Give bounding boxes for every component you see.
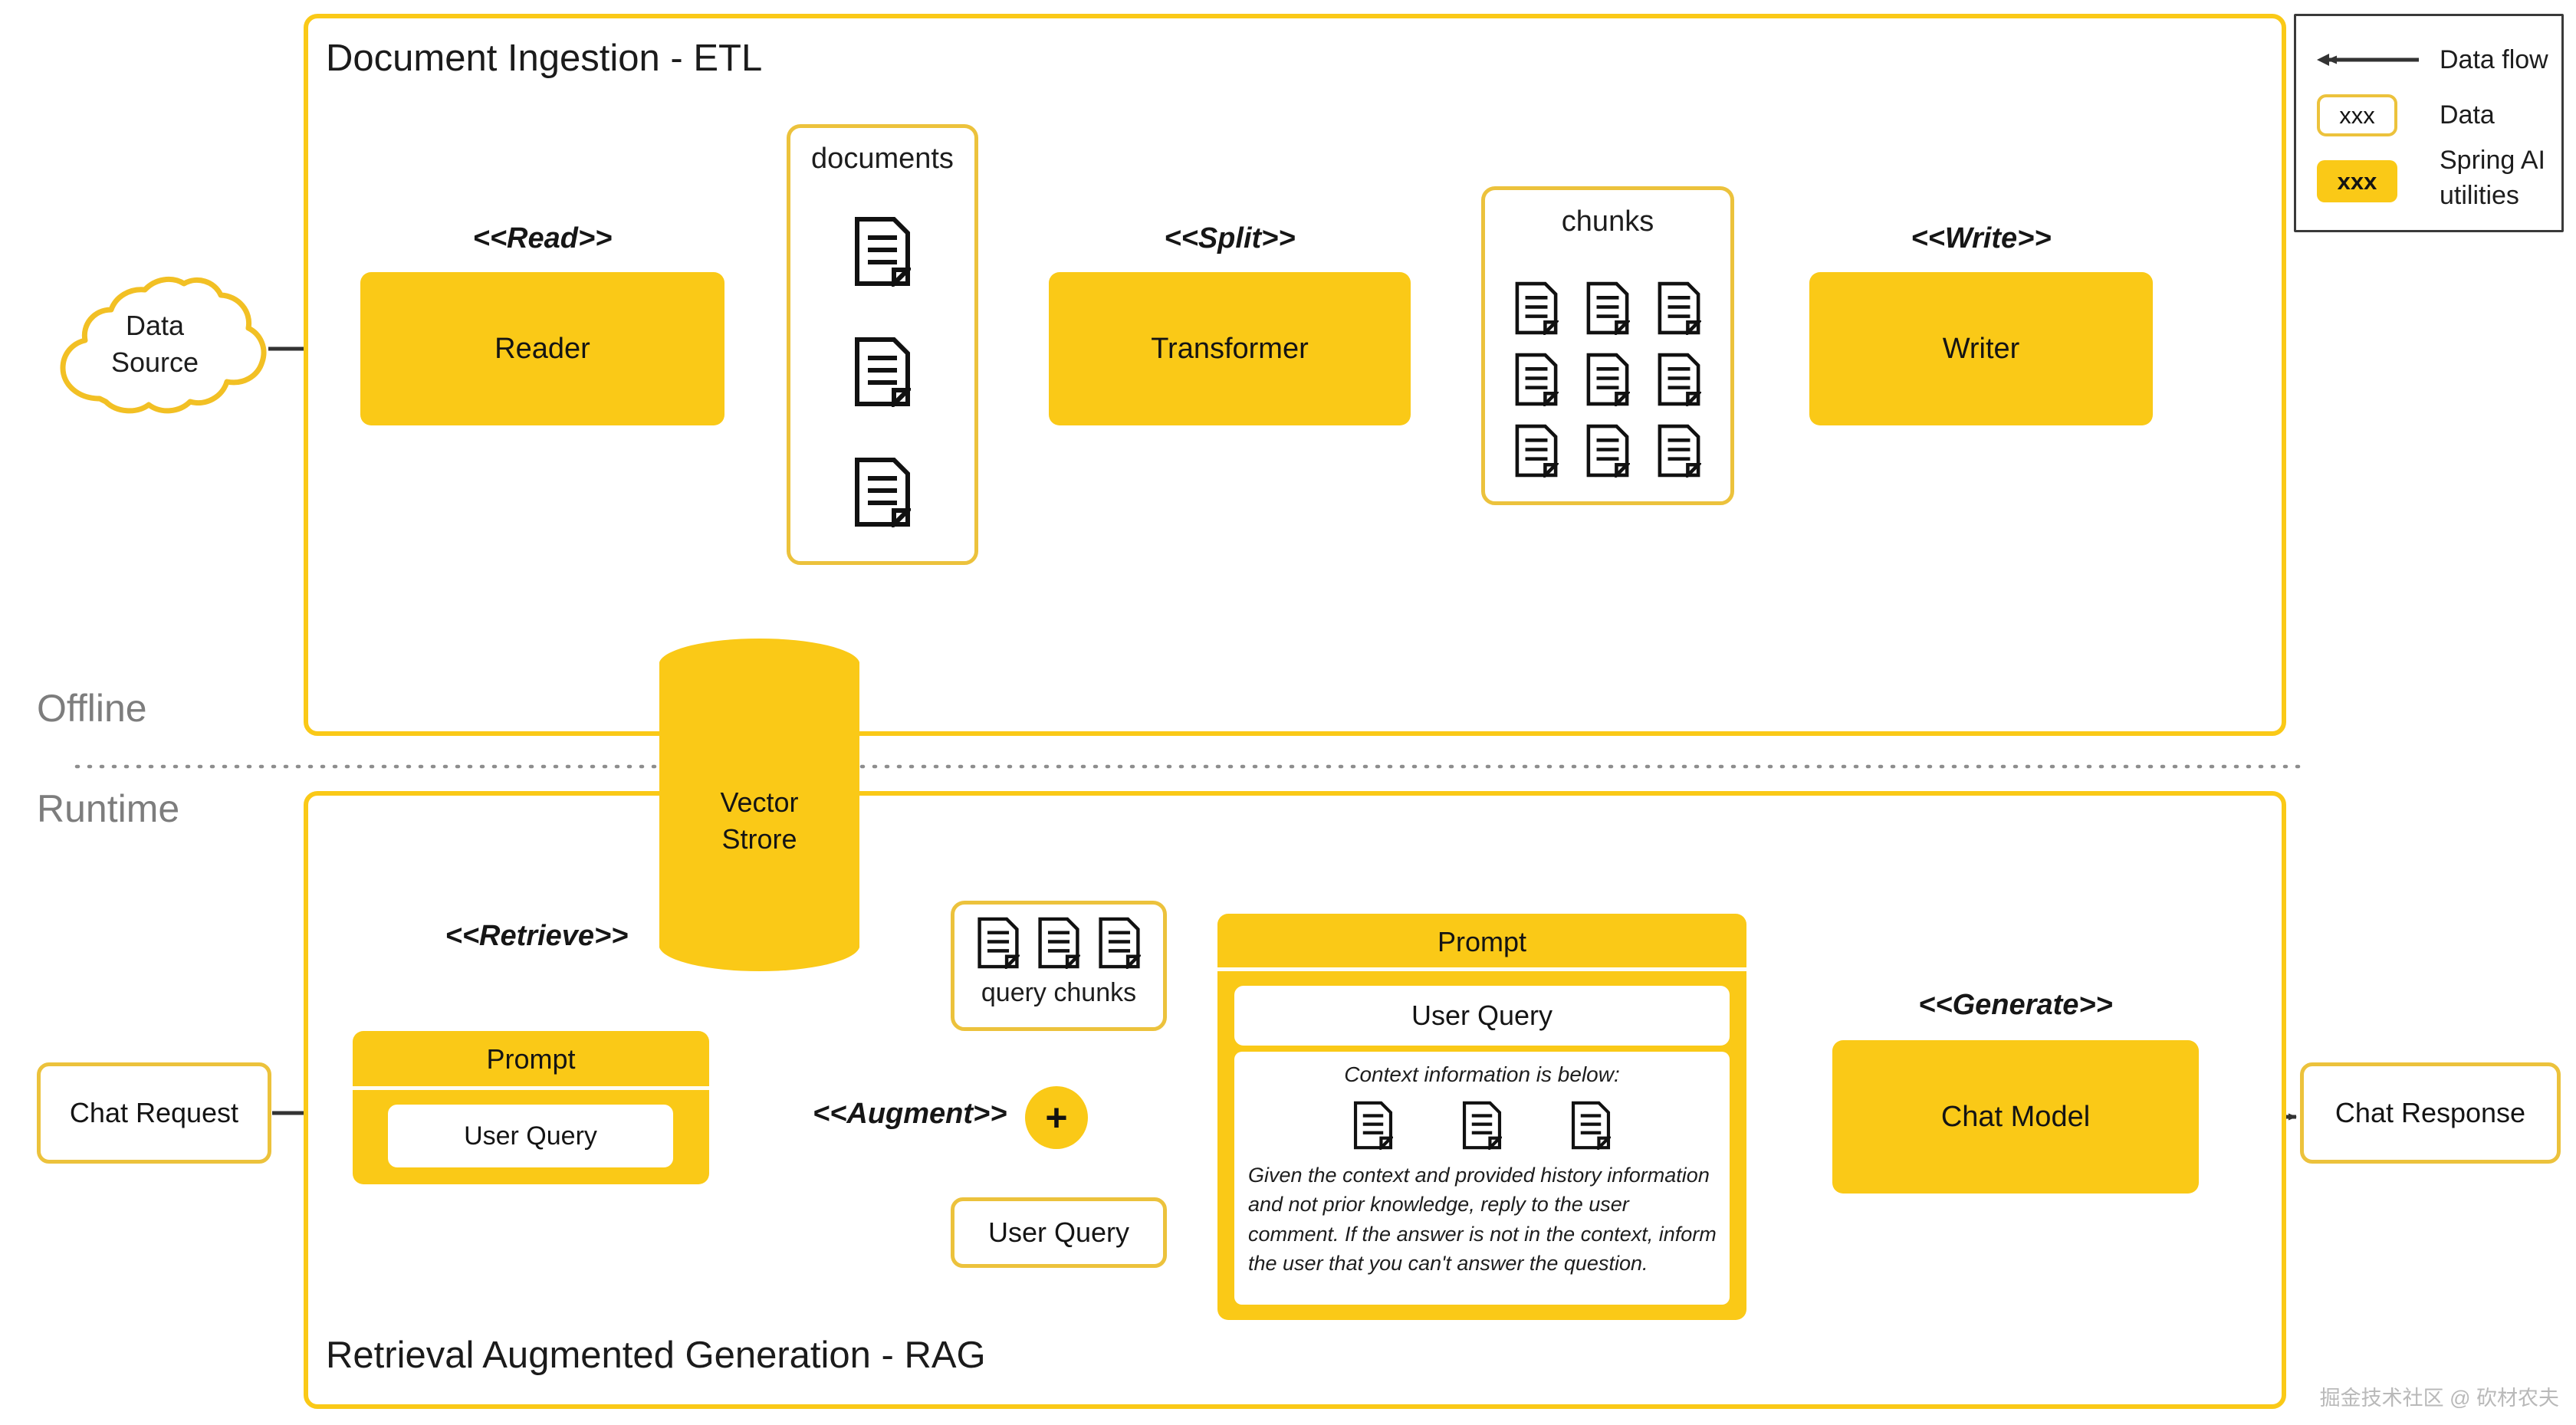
data-source-label-line1: Data bbox=[125, 310, 185, 341]
writer-node: Writer bbox=[1809, 272, 2153, 425]
prompt-output-context-icons bbox=[1319, 1098, 1645, 1153]
data-source-label-line2: Source bbox=[110, 346, 199, 378]
phase-label-offline: Offline bbox=[37, 687, 147, 730]
context-document-icon bbox=[1462, 1101, 1502, 1150]
chunk-icon bbox=[1586, 353, 1630, 406]
prompt-output-body: Context information is below: Given the … bbox=[1234, 1052, 1730, 1305]
prompt-input-header: Prompt bbox=[486, 1043, 576, 1075]
rag-title: Retrieval Augmented Generation - RAG bbox=[326, 1335, 986, 1376]
document-icon bbox=[855, 457, 911, 527]
prompt-output-context-line: Context information is below: bbox=[1344, 1062, 1620, 1086]
transformer-node: Transformer bbox=[1049, 272, 1411, 425]
stereotype-write: <<Write>> bbox=[1911, 222, 2052, 254]
legend-label-data: Data bbox=[2440, 100, 2495, 130]
legend-label-spring-ai-line2: utilities bbox=[2440, 181, 2519, 210]
chat-request-label: Chat Request bbox=[69, 1097, 239, 1128]
legend-label-data-flow: Data flow bbox=[2440, 45, 2548, 74]
legend-swatch-spring-ai: xxx bbox=[2317, 160, 2397, 202]
stereotype-read: <<Read>> bbox=[472, 222, 613, 254]
chat-model-node: Chat Model bbox=[1832, 1040, 2199, 1194]
vector-store-label-line2: Strore bbox=[721, 823, 797, 855]
stereotype-retrieve: <<Retrieve>> bbox=[445, 920, 629, 952]
chat-response-box: Chat Response bbox=[2300, 1062, 2561, 1164]
document-icon bbox=[855, 337, 911, 407]
query-chunk-icon bbox=[978, 917, 1020, 969]
document-icon bbox=[855, 217, 911, 287]
prompt-input-user-query-box: User Query bbox=[388, 1105, 673, 1167]
prompt-input-box: Prompt User Query bbox=[353, 1031, 709, 1184]
legend-swatch-data: xxx bbox=[2317, 94, 2397, 136]
chunk-icon bbox=[1515, 353, 1559, 406]
chat-model-label: Chat Model bbox=[1940, 1100, 2091, 1133]
reader-node: Reader bbox=[360, 272, 724, 425]
context-document-icon bbox=[1353, 1101, 1393, 1150]
augment-plus-symbol: + bbox=[1045, 1096, 1068, 1139]
data-source-cloud-icon bbox=[60, 276, 267, 414]
chat-request-box: Chat Request bbox=[37, 1062, 271, 1164]
chunk-icon bbox=[1658, 281, 1701, 335]
prompt-output-user-query-box: User Query bbox=[1234, 986, 1730, 1046]
documents-title: documents bbox=[811, 143, 954, 175]
stereotype-split: <<Split>> bbox=[1164, 222, 1296, 254]
chunk-icon bbox=[1515, 281, 1559, 335]
query-chunks-label: query chunks bbox=[981, 978, 1137, 1007]
query-chunk-icon bbox=[1038, 917, 1080, 969]
prompt-output-user-query-label: User Query bbox=[1411, 1000, 1553, 1031]
legend-swatch-data-text: xxx bbox=[2339, 101, 2375, 129]
prompt-output-instruction: Given the context and provided history i… bbox=[1248, 1164, 1717, 1275]
chunk-icon bbox=[1658, 353, 1701, 406]
prompt-output-divider bbox=[1217, 967, 1746, 971]
query-chunks-icon-row bbox=[968, 914, 1150, 972]
prompt-input-divider bbox=[353, 1086, 709, 1090]
legend-arrow-icon bbox=[2317, 54, 2419, 66]
chunk-icon bbox=[1658, 425, 1701, 478]
augment-plus-node: + bbox=[1025, 1086, 1088, 1149]
writer-label: Writer bbox=[1942, 332, 2020, 365]
watermark: 掘金技术社区 @ 砍材农夫 bbox=[2319, 1387, 2559, 1410]
legend-swatch-spring-ai-text: xxx bbox=[2337, 167, 2377, 195]
chunk-icon bbox=[1515, 425, 1559, 478]
prompt-output-box: Prompt User Query Context information is… bbox=[1217, 914, 1746, 1320]
prompt-input-user-query-label: User Query bbox=[464, 1121, 597, 1151]
transformer-label: Transformer bbox=[1151, 332, 1309, 365]
etl-title: Document Ingestion - ETL bbox=[326, 38, 763, 79]
context-document-icon bbox=[1571, 1101, 1611, 1150]
chunk-icon bbox=[1586, 281, 1630, 335]
documents-icon-stack bbox=[787, 192, 978, 552]
vector-store-label-line1: Vector bbox=[720, 786, 799, 818]
user-query-box: User Query bbox=[951, 1197, 1167, 1268]
user-query-label: User Query bbox=[987, 1217, 1130, 1248]
chat-response-label: Chat Response bbox=[2334, 1097, 2526, 1128]
query-chunk-icon bbox=[1099, 917, 1142, 969]
chunks-icon-grid bbox=[1501, 272, 1714, 487]
vector-store-cylinder bbox=[659, 638, 859, 972]
chunks-title: chunks bbox=[1561, 205, 1654, 238]
stereotype-generate: <<Generate>> bbox=[1918, 989, 2113, 1021]
stereotype-augment: <<Augment>> bbox=[813, 1098, 1007, 1130]
prompt-output-header: Prompt bbox=[1437, 926, 1527, 957]
chunk-icon bbox=[1586, 425, 1630, 478]
reader-label: Reader bbox=[495, 332, 590, 365]
legend-label-spring-ai-line1: Spring AI bbox=[2440, 146, 2545, 175]
phase-label-runtime: Runtime bbox=[37, 787, 180, 830]
